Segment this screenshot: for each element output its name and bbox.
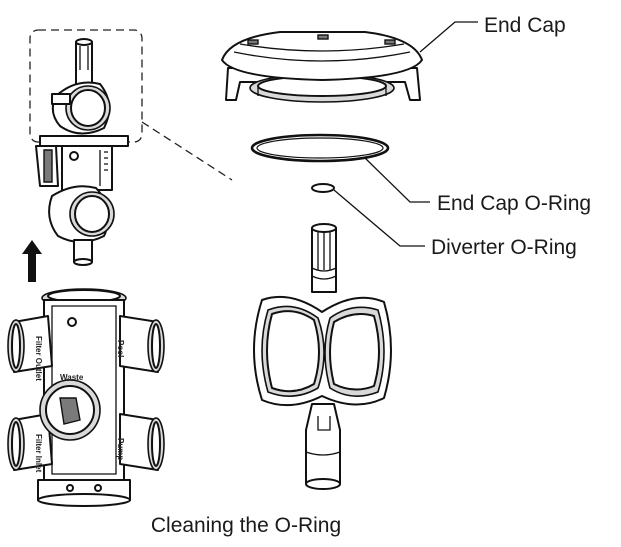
end-cap-o-ring bbox=[250, 133, 430, 203]
figure-caption: Cleaning the O-Ring bbox=[151, 514, 341, 537]
port-label-filter-outlet: Filter Outlet bbox=[34, 336, 43, 381]
up-arrow-icon bbox=[22, 240, 42, 282]
valve-body bbox=[7, 288, 165, 507]
end-cap-label: End Cap bbox=[484, 14, 566, 37]
small-diverter bbox=[35, 38, 129, 266]
diverter bbox=[253, 223, 392, 490]
port-label-pool: Pool bbox=[116, 340, 125, 357]
diverter-o-ring-label: Diverter O-Ring bbox=[431, 236, 577, 259]
diverter-o-ring bbox=[311, 183, 425, 247]
port-label-filter-inlet: Filter Inlet bbox=[34, 434, 43, 473]
port-label-waste: Waste bbox=[60, 373, 84, 382]
port-label-pump: Pump bbox=[116, 438, 125, 460]
end-cap bbox=[221, 21, 478, 103]
end-cap-o-ring-label: End Cap O-Ring bbox=[437, 192, 591, 215]
